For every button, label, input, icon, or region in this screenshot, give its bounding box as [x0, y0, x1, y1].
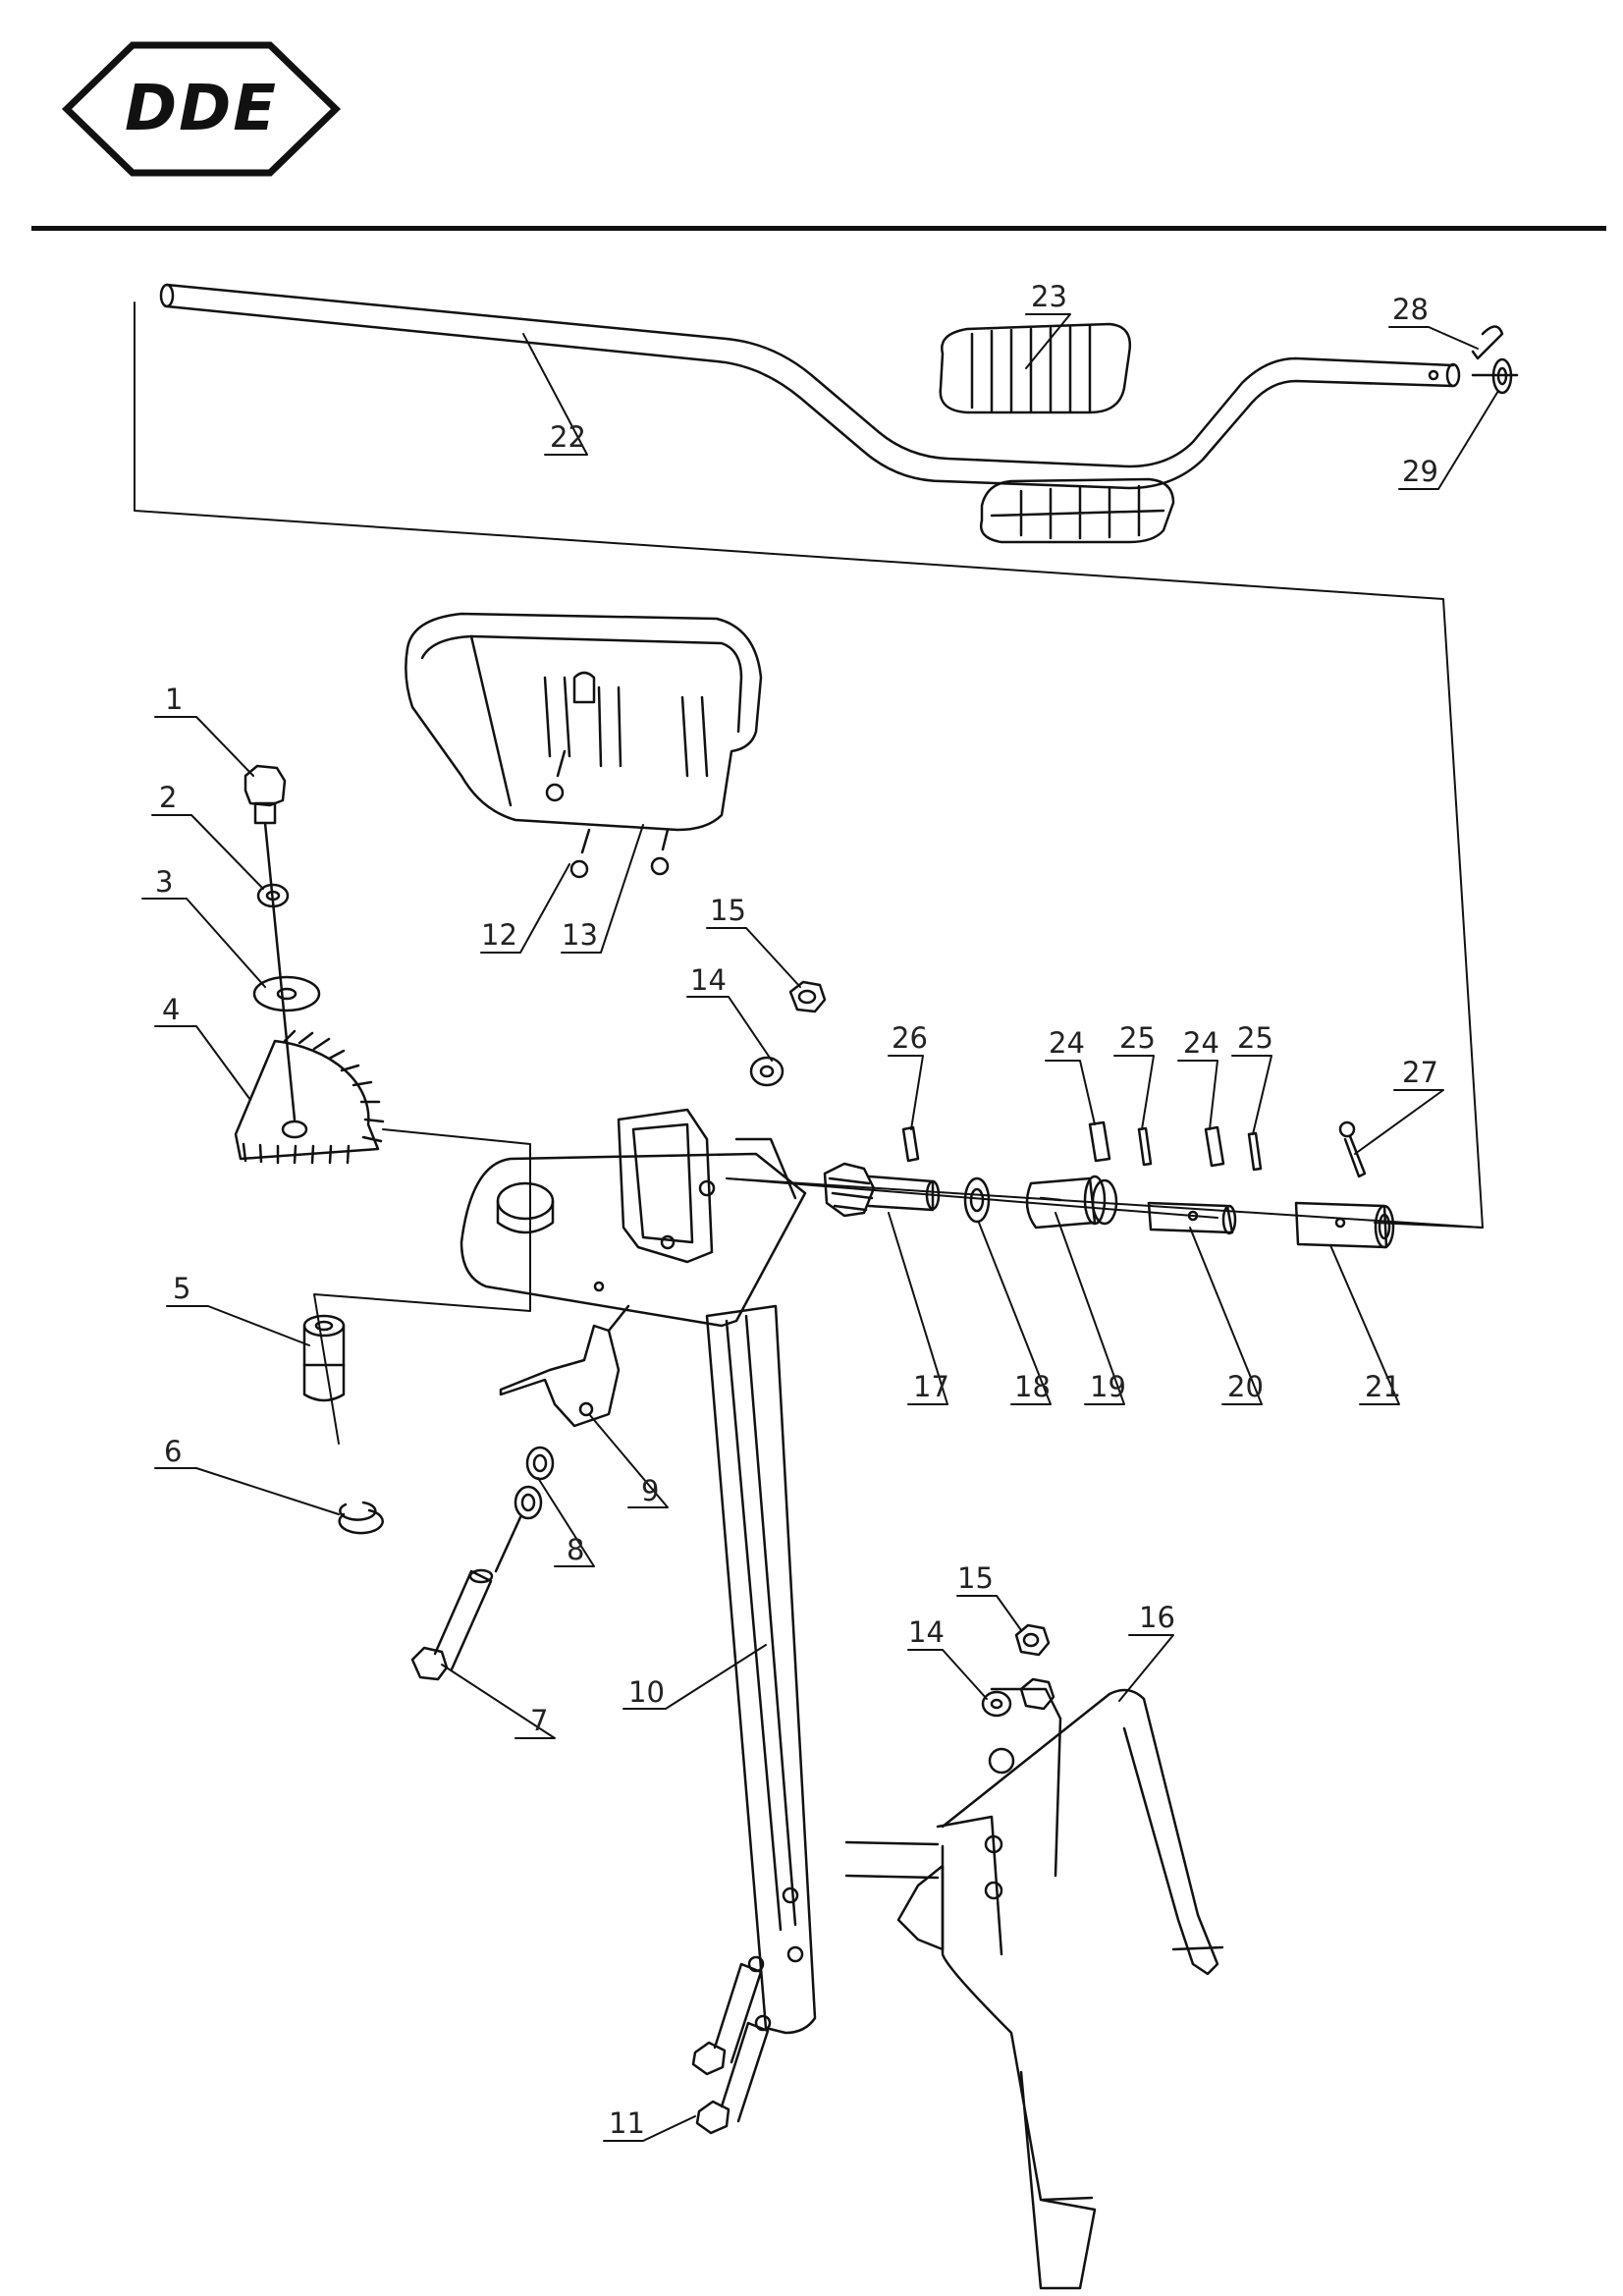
- pin-26: [901, 1125, 920, 1163]
- callout-17: 17: [913, 1370, 949, 1403]
- callout-24b: 24: [1183, 1026, 1219, 1060]
- callout-14a: 14: [690, 963, 727, 997]
- callout-26: 26: [892, 1021, 928, 1055]
- base-frame-16: [844, 1687, 1224, 2290]
- callout-8: 8: [567, 1533, 584, 1566]
- coupling-19: [1025, 1175, 1118, 1230]
- dde-logo: [61, 41, 342, 177]
- pinion-shaft-17: [823, 1162, 941, 1218]
- header-rule: [31, 226, 1606, 231]
- handlebar: [159, 283, 1519, 490]
- callout-7: 7: [530, 1704, 548, 1737]
- bolt-1: [243, 764, 297, 1121]
- tube-20: [1147, 1201, 1237, 1235]
- callout-25b: 25: [1237, 1021, 1273, 1055]
- washer-18: [963, 1176, 991, 1224]
- callout-11: 11: [609, 2106, 645, 2140]
- callout-12: 12: [481, 918, 517, 952]
- callout-labels: 1 2 3 4 5 6 7 8 9 10 11 12 13 14 14 15 1…: [155, 280, 1438, 2140]
- callout-28: 28: [1392, 293, 1429, 326]
- callout-13: 13: [562, 918, 598, 952]
- spring-8: [494, 1446, 555, 1573]
- callout-6: 6: [164, 1435, 182, 1468]
- washer-29: [1491, 357, 1513, 395]
- column-10: [705, 1304, 817, 2035]
- mount-plate: [460, 1108, 807, 1328]
- nut-15-upper: [788, 980, 827, 1013]
- callout-5: 5: [173, 1272, 190, 1305]
- callout-22: 22: [550, 420, 586, 454]
- callout-25a: 25: [1119, 1021, 1156, 1055]
- gear-sector-4: [234, 1029, 385, 1165]
- washer-14-upper: [749, 1056, 784, 1087]
- callout-16: 16: [1139, 1601, 1175, 1634]
- callout-3: 3: [155, 865, 173, 899]
- callout-14b: 14: [908, 1615, 945, 1649]
- flat-washer-3: [252, 975, 321, 1012]
- logo-text: DDE: [125, 73, 278, 145]
- callout-27: 27: [1402, 1056, 1438, 1089]
- leader-lines: [141, 313, 1499, 2142]
- clip-27: [1338, 1121, 1367, 1178]
- grip: [939, 322, 1132, 414]
- pin-24-right: [1204, 1125, 1225, 1168]
- bracket-9: [499, 1304, 630, 1428]
- callout-15a: 15: [710, 894, 746, 927]
- cotter-pin: [1471, 325, 1504, 360]
- pin-24-left: [1088, 1121, 1111, 1163]
- callout-4: 4: [162, 993, 180, 1026]
- callout-24a: 24: [1049, 1026, 1085, 1060]
- callout-9: 9: [641, 1474, 659, 1507]
- sleeve-21: [1294, 1201, 1395, 1249]
- grip-base: [979, 477, 1175, 544]
- callout-19: 19: [1090, 1370, 1126, 1403]
- callout-2: 2: [159, 781, 177, 814]
- callout-18: 18: [1014, 1370, 1051, 1403]
- pin-25-right: [1247, 1131, 1263, 1172]
- bolt-11: [691, 1886, 804, 2135]
- callout-21: 21: [1365, 1370, 1401, 1403]
- screw-12: [545, 749, 670, 879]
- callout-29: 29: [1402, 455, 1438, 488]
- nut-15-lower: [1014, 1623, 1055, 1711]
- lock-washer-2: [256, 883, 290, 908]
- callout-20: 20: [1227, 1370, 1264, 1403]
- callout-10: 10: [628, 1675, 665, 1709]
- bushing-5: [302, 1314, 346, 1402]
- callout-15b: 15: [957, 1561, 994, 1595]
- cover: [405, 612, 763, 832]
- pin-25-left: [1137, 1126, 1153, 1167]
- callout-23: 23: [1031, 280, 1067, 313]
- washer-14-lower: [981, 1690, 1012, 1718]
- explosion-lines: [134, 301, 1484, 1445]
- callout-1: 1: [165, 683, 183, 716]
- bolt-7: [410, 1568, 494, 1681]
- circlip-6: [338, 1501, 384, 1535]
